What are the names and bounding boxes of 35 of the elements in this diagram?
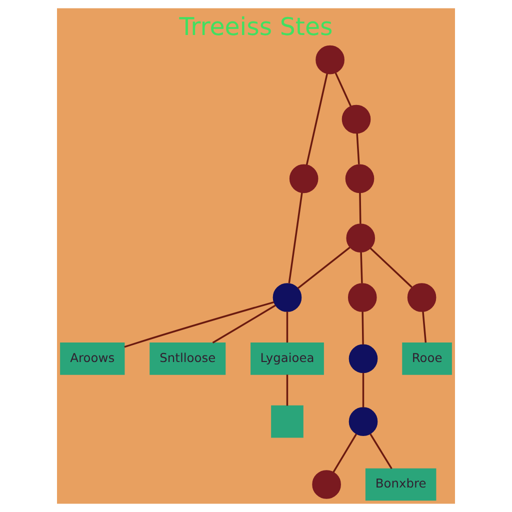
connector (286, 312, 288, 343)
node-circle (407, 283, 436, 312)
node-circle (289, 164, 318, 194)
connector (359, 192, 362, 224)
node-circle (348, 344, 378, 374)
node-box: Aroows (60, 342, 125, 375)
diagram-title: Trreeiss Stes (179, 12, 333, 41)
connector (370, 248, 412, 288)
node-box: Bonxbre (365, 468, 436, 501)
node-box: Sntlloose (150, 342, 226, 375)
node-circle (345, 164, 374, 194)
connector (356, 133, 360, 164)
connector (362, 312, 364, 345)
connector (332, 434, 358, 473)
connector (288, 192, 303, 284)
connector (334, 72, 352, 107)
node-box: Lygaioea (250, 342, 324, 375)
node-circle (348, 407, 378, 436)
connector (362, 372, 364, 408)
node-circle (346, 224, 376, 252)
node-circle (312, 470, 341, 499)
node-circle (316, 45, 344, 74)
node-circle (272, 283, 302, 312)
node-circle (348, 283, 377, 312)
connector (212, 304, 276, 344)
connector (124, 301, 274, 348)
connector (422, 311, 427, 343)
node-box (271, 405, 304, 438)
connector (360, 252, 363, 284)
connector (286, 374, 288, 406)
node-box: Rooe (402, 342, 452, 375)
connector (306, 74, 328, 165)
node-circle (342, 104, 371, 134)
connector (297, 246, 350, 289)
connector (370, 434, 392, 470)
